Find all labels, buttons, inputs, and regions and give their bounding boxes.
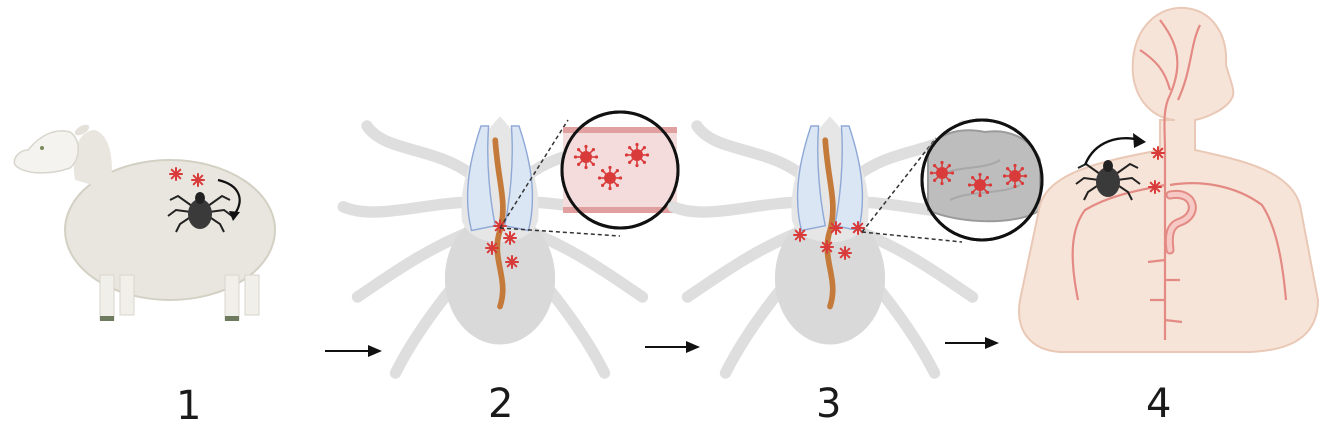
step-number-2: 2	[488, 381, 514, 427]
arrow-icon	[945, 337, 999, 349]
arrow-icon	[645, 341, 700, 353]
arrow-icon	[217, 178, 241, 216]
virus-icon	[929, 160, 955, 186]
sheep-icon	[13, 124, 276, 321]
human-circulation-icon	[1018, 6, 1320, 353]
arrow-icon	[325, 345, 382, 357]
virus-icon	[169, 167, 183, 181]
virus-icon	[829, 221, 843, 235]
virus-icon	[573, 144, 599, 170]
virus-icon	[505, 255, 519, 269]
virus-icon	[838, 246, 852, 260]
virus-icon	[967, 172, 993, 198]
step-number-1: 1	[176, 383, 202, 429]
step-number-3: 3	[816, 381, 842, 427]
magnifier-icon	[499, 110, 680, 237]
virus-icon	[624, 142, 650, 168]
step-number-4: 4	[1146, 381, 1172, 427]
virus-icon	[1148, 180, 1162, 194]
virus-icon	[597, 165, 623, 191]
virus-icon	[820, 240, 834, 254]
virus-icon	[793, 228, 807, 242]
virus-icon	[1151, 146, 1165, 160]
virus-icon	[1002, 163, 1028, 189]
virus-icon	[503, 231, 517, 245]
virus-icon	[485, 241, 499, 255]
virus-icon	[191, 173, 205, 187]
